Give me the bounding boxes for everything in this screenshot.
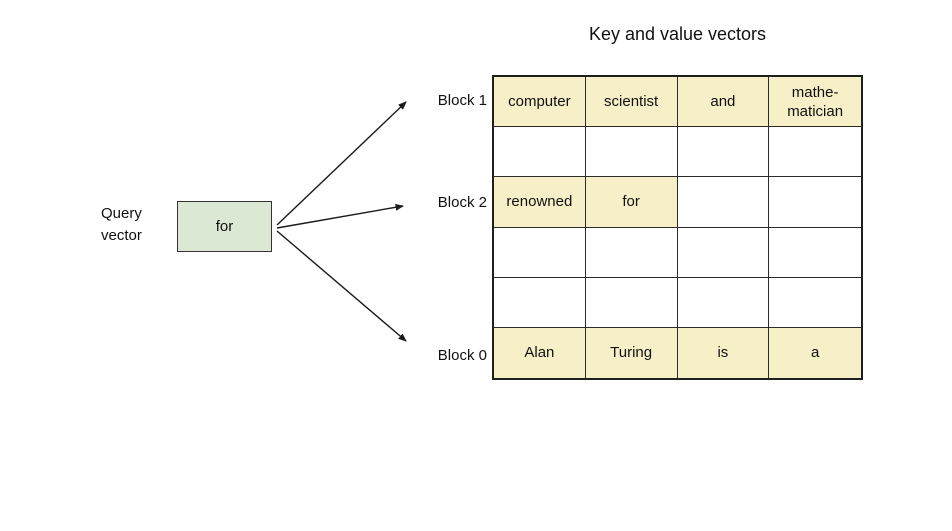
- kv-cell: for: [585, 177, 678, 228]
- kv-cell: [769, 278, 861, 328]
- kv-cell: and: [677, 77, 770, 128]
- kv-cell: Alan: [494, 327, 586, 378]
- query-vector-label: Query vector: [101, 205, 142, 244]
- kv-cell: Turing: [585, 327, 678, 378]
- query-token-box: for: [177, 201, 272, 252]
- block-1-label: Block 1: [437, 92, 487, 109]
- kv-cell: [677, 177, 770, 228]
- kv-cell: [677, 127, 770, 178]
- kv-cell: [494, 227, 586, 278]
- kv-cell: [769, 177, 861, 228]
- arrow-to-block2: [276, 203, 404, 229]
- kv-cell: [494, 127, 586, 178]
- kv-cell: computer: [494, 77, 586, 128]
- kv-cell: is: [677, 327, 770, 378]
- block-2-label: Block 2: [437, 194, 487, 211]
- kv-cell: [585, 277, 678, 328]
- kv-table: computer scientist and mathe- matician r…: [492, 75, 863, 380]
- kv-cell: mathe- matician: [769, 77, 861, 128]
- kv-cell: [769, 127, 861, 178]
- query-token-text: for: [215, 218, 234, 235]
- block-0-label: Block 0: [437, 347, 487, 364]
- kv-cell: [585, 127, 678, 178]
- kv-cell: [494, 277, 586, 328]
- kv-cell: [769, 228, 861, 278]
- kv-cell: [585, 227, 678, 278]
- kv-cell: [677, 277, 770, 328]
- kv-cell: a: [769, 327, 861, 378]
- kv-cell: [677, 227, 770, 278]
- kv-cell: renowned: [494, 177, 586, 228]
- arrow-to-block0: [276, 230, 407, 342]
- arrow-to-block1: [276, 101, 407, 226]
- diagram-title: Key and value vectors: [588, 24, 767, 44]
- kv-cell: scientist: [585, 77, 678, 128]
